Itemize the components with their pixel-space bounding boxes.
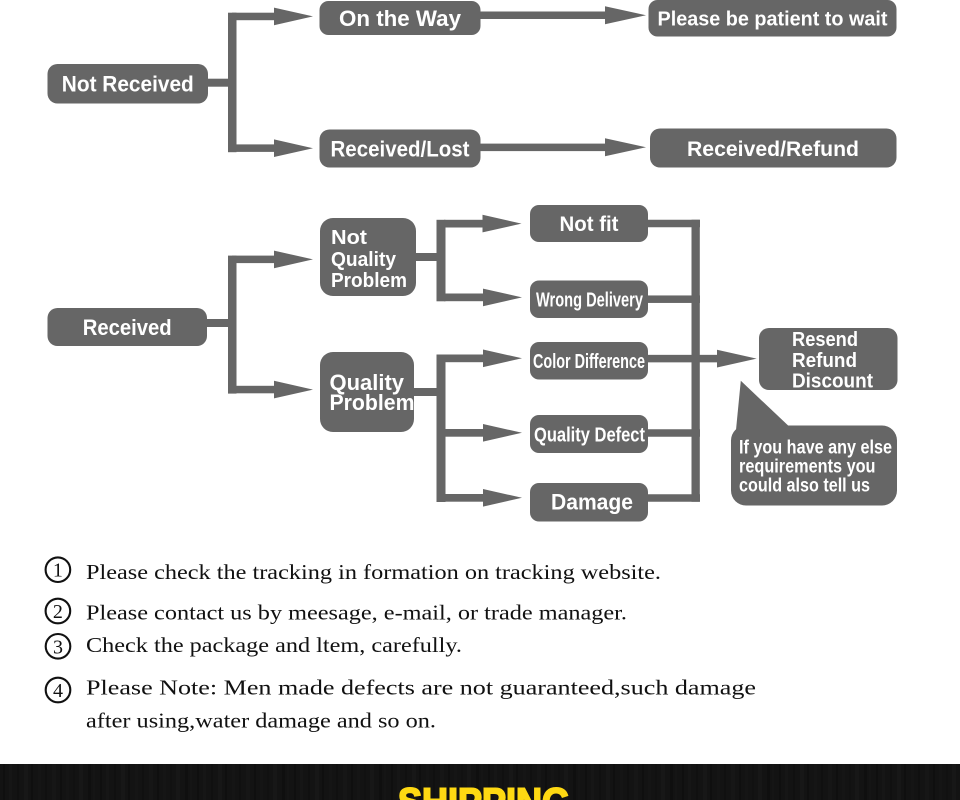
svg-text:1: 1 xyxy=(53,560,63,582)
svg-text:4: 4 xyxy=(53,680,63,702)
svg-text:3: 3 xyxy=(53,636,63,658)
svg-text:Not: Not xyxy=(331,226,367,249)
svg-text:Color Difference: Color Difference xyxy=(533,351,645,373)
svg-text:Refund: Refund xyxy=(792,350,857,372)
svg-text:Not Received: Not Received xyxy=(62,72,194,97)
svg-text:Please check the tracking in f: Please check the tracking in formation o… xyxy=(86,560,661,584)
svg-text:after using,water damage and s: after using,water damage and so on. xyxy=(86,709,436,733)
svg-text:Check the package and ltem, ca: Check the package and ltem, carefully. xyxy=(86,633,462,657)
svg-text:Quality: Quality xyxy=(330,370,405,395)
svg-text:Damage: Damage xyxy=(551,490,633,515)
svg-text:Not fit: Not fit xyxy=(560,213,619,236)
svg-text:Please Note: Men made defects: Please Note: Men made defects are not gu… xyxy=(86,676,756,700)
svg-text:Problem: Problem xyxy=(330,390,415,415)
svg-text:Resend: Resend xyxy=(792,329,858,351)
svg-text:On the Way: On the Way xyxy=(339,6,462,31)
svg-text:Quality Defect: Quality Defect xyxy=(534,423,645,446)
svg-text:Discount: Discount xyxy=(792,371,873,393)
svg-text:Problem: Problem xyxy=(331,269,407,292)
svg-text:requirements you: requirements you xyxy=(739,457,876,478)
svg-text:2: 2 xyxy=(53,601,63,623)
svg-text:SHIPPING: SHIPPING xyxy=(398,781,570,800)
svg-text:Received: Received xyxy=(83,315,172,340)
svg-text:Please be patient to wait: Please be patient to wait xyxy=(658,9,888,31)
svg-text:If you have any else: If you have any else xyxy=(739,438,892,459)
svg-text:Received/Refund: Received/Refund xyxy=(687,138,859,161)
svg-text:Quality: Quality xyxy=(331,248,397,271)
svg-text:Received/Lost: Received/Lost xyxy=(331,137,471,162)
svg-text:could also tell us: could also tell us xyxy=(739,475,870,496)
svg-text:Wrong Delivery: Wrong Delivery xyxy=(536,289,643,312)
svg-text:Please contact us by meesage,: Please contact us by meesage, e-mail, or… xyxy=(86,600,627,624)
